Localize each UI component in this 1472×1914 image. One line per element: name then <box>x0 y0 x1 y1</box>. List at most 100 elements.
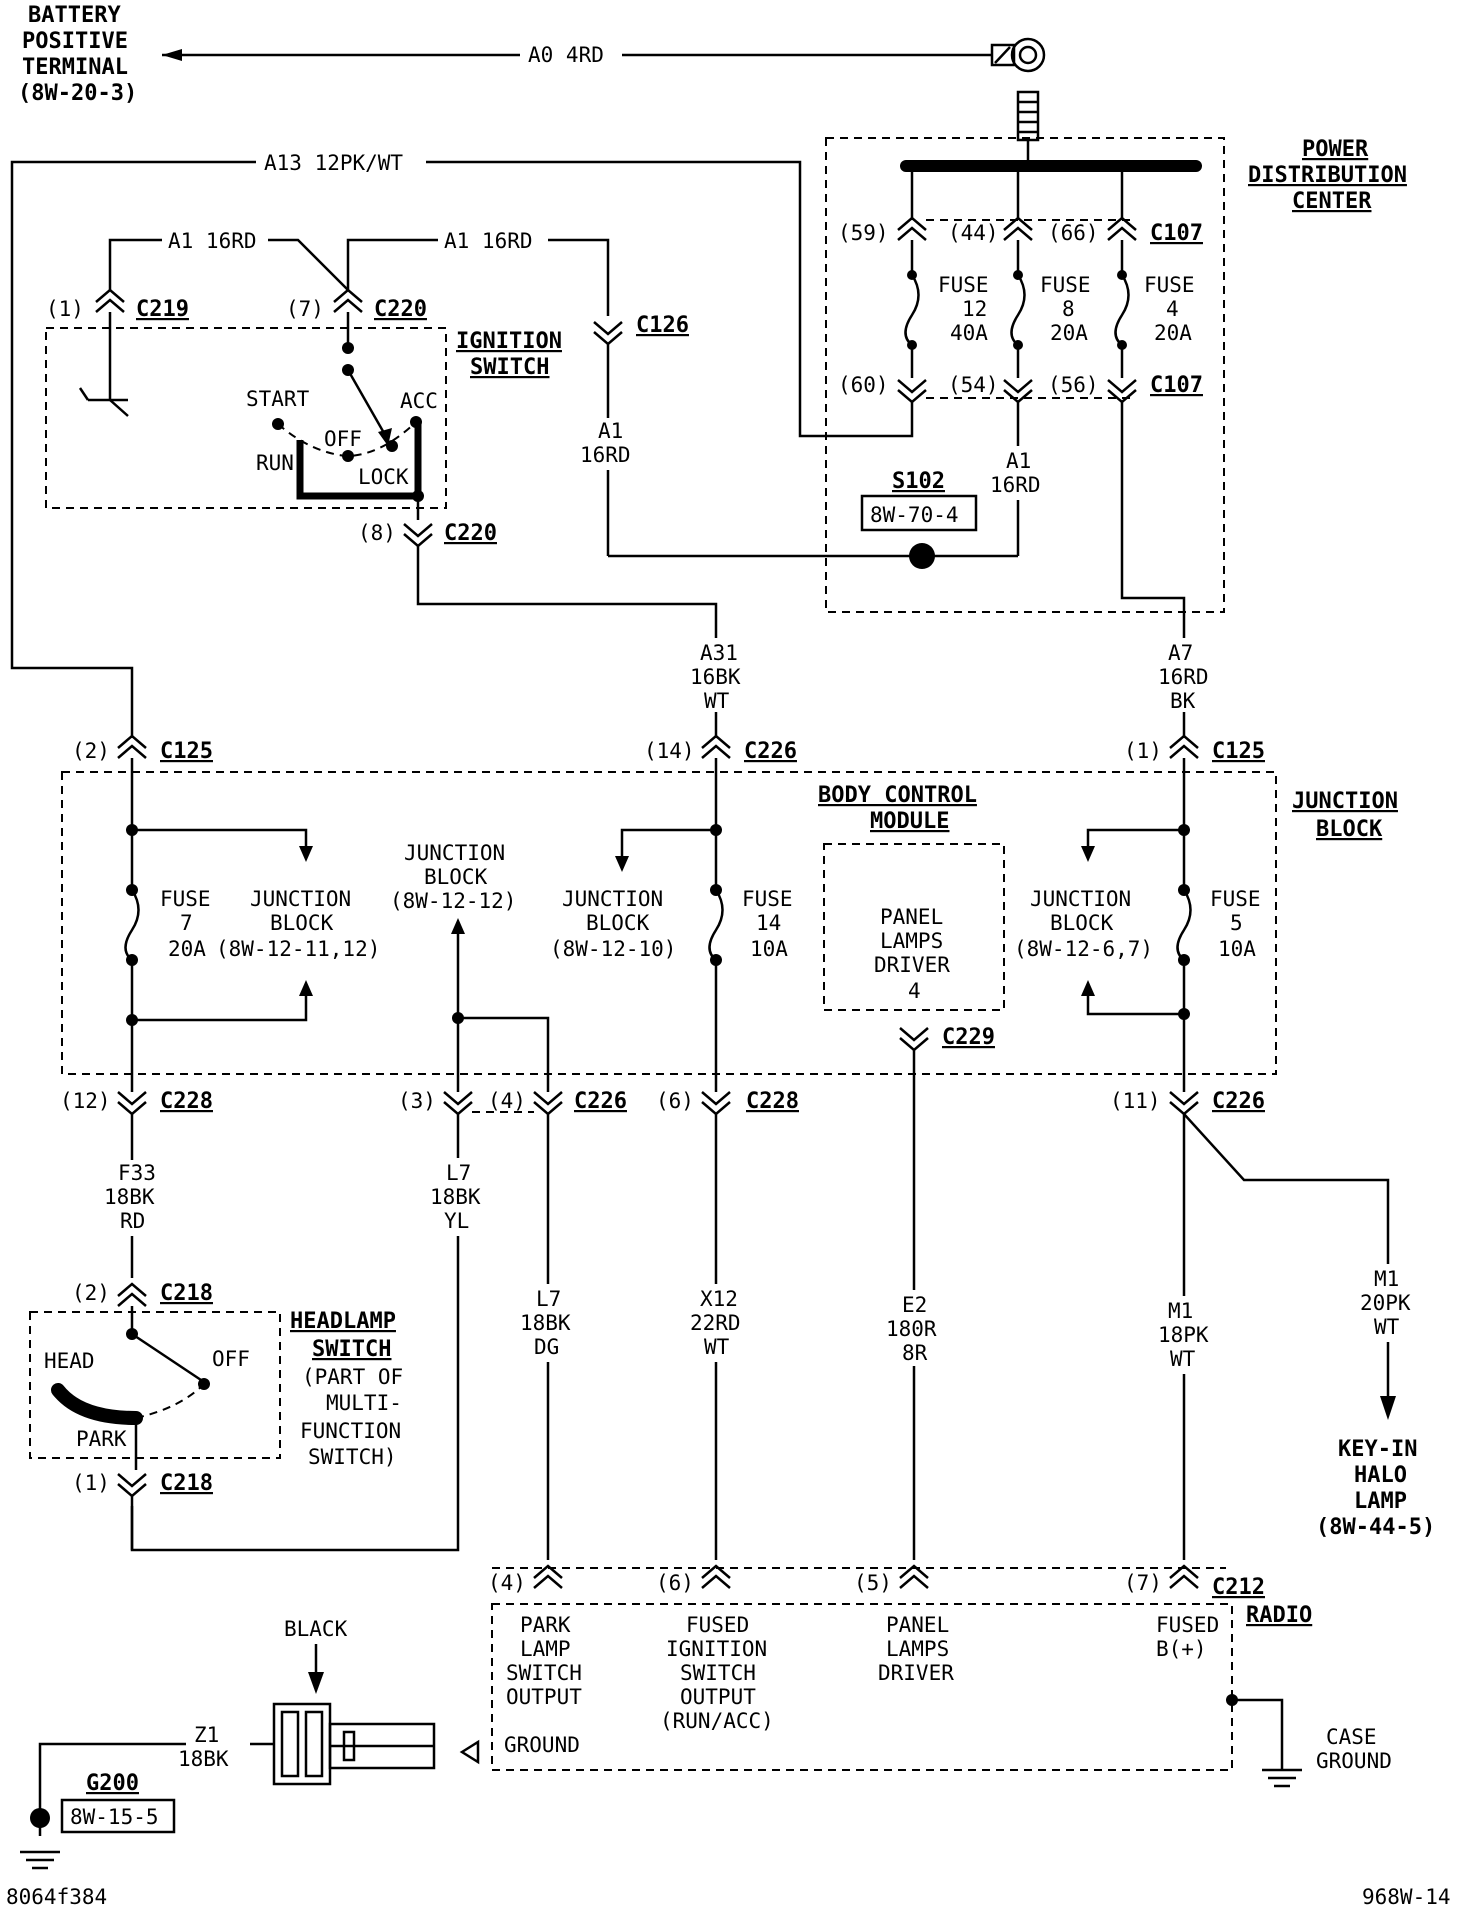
svg-text:E2: E2 <box>902 1293 927 1317</box>
radio-title: RADIO <box>1246 1603 1312 1628</box>
svg-text:LOCK: LOCK <box>358 465 409 489</box>
wire-a0-label: A0 4RD <box>528 43 604 67</box>
svg-text:LAMPS: LAMPS <box>880 929 943 953</box>
svg-text:JUNCTION: JUNCTION <box>562 887 663 911</box>
svg-text:BLOCK: BLOCK <box>1050 911 1114 935</box>
svg-text:BLOCK: BLOCK <box>586 911 650 935</box>
arrow-icon <box>1380 1396 1396 1420</box>
svg-text:(7): (7) <box>1124 1571 1162 1595</box>
svg-text:HEAD: HEAD <box>44 1349 95 1373</box>
svg-text:Z1: Z1 <box>194 1723 219 1747</box>
headlamp-contact-bar <box>51 1383 143 1425</box>
svg-text:C220: C220 <box>374 297 427 322</box>
svg-text:CASE: CASE <box>1326 1725 1377 1749</box>
svg-text:18BK: 18BK <box>520 1311 571 1335</box>
svg-text:5: 5 <box>1230 911 1243 935</box>
svg-text:14: 14 <box>756 911 781 935</box>
svg-text:(59): (59) <box>838 221 889 245</box>
svg-text:(4): (4) <box>488 1571 526 1595</box>
svg-text:SWITCH: SWITCH <box>312 1337 391 1362</box>
svg-text:18BK: 18BK <box>104 1185 155 1209</box>
svg-text:20A: 20A <box>1154 321 1192 345</box>
svg-text:OFF: OFF <box>212 1347 250 1371</box>
svg-text:LAMP: LAMP <box>520 1637 571 1661</box>
svg-text:(11): (11) <box>1110 1089 1161 1113</box>
svg-text:ACC: ACC <box>400 389 438 413</box>
wire-m1-20pk <box>1183 1113 1390 1264</box>
wire-a13 <box>426 160 914 438</box>
c228-mid: (6) C228 <box>656 1089 799 1116</box>
svg-text:POSITIVE: POSITIVE <box>22 29 128 54</box>
svg-text:A31: A31 <box>700 641 738 665</box>
svg-text:DISTRIBUTION: DISTRIBUTION <box>1248 163 1407 188</box>
svg-text:DG: DG <box>534 1335 559 1359</box>
svg-text:C107: C107 <box>1150 373 1203 398</box>
arrow-icon <box>308 1672 324 1694</box>
svg-text:SWITCH: SWITCH <box>506 1661 582 1685</box>
svg-text:TERMINAL: TERMINAL <box>22 55 128 80</box>
svg-text:12: 12 <box>962 297 987 321</box>
svg-text:(RUN/ACC): (RUN/ACC) <box>660 1709 774 1733</box>
svg-text:(6): (6) <box>656 1571 694 1595</box>
svg-text:(8W-12-11,12): (8W-12-11,12) <box>216 937 380 961</box>
arrow-icon <box>1081 846 1095 862</box>
svg-text:(8W-12-6,7): (8W-12-6,7) <box>1014 937 1153 961</box>
key-in-halo-lamp: KEY-IN HALO LAMP (8W-44-5) <box>1316 1437 1435 1540</box>
c125-left: (2) C125 <box>72 734 213 764</box>
svg-text:CENTER: CENTER <box>1292 189 1372 214</box>
splice-s102 <box>909 543 935 569</box>
svg-text:C212: C212 <box>1212 1575 1265 1600</box>
svg-text:7: 7 <box>180 911 193 935</box>
svg-text:BLOCK: BLOCK <box>270 911 334 935</box>
svg-text:10A: 10A <box>1218 937 1256 961</box>
splice-ref-box <box>860 494 978 532</box>
svg-text:WT: WT <box>1170 1347 1196 1371</box>
svg-text:IGNITION: IGNITION <box>666 1637 767 1661</box>
headlamp-switch-boundary <box>29 1311 281 1459</box>
svg-text:F33: F33 <box>118 1161 156 1185</box>
svg-text:HEADLAMP: HEADLAMP <box>290 1309 396 1334</box>
svg-text:C226: C226 <box>574 1089 627 1114</box>
ignition-switch-boundary <box>45 327 447 509</box>
svg-text:(56): (56) <box>1048 373 1099 397</box>
ground-connector-icon <box>272 1702 436 1786</box>
svg-text:WT: WT <box>704 689 730 713</box>
c107-top: (59) (44) (66) C107 <box>838 216 1203 246</box>
ground-icon <box>1262 1768 1302 1788</box>
svg-text:OFF: OFF <box>324 427 362 451</box>
svg-text:A1 16RD: A1 16RD <box>168 229 257 253</box>
svg-text:C228: C228 <box>746 1089 799 1114</box>
junction-block-boundary <box>61 771 1277 1075</box>
svg-text:M1: M1 <box>1168 1299 1193 1323</box>
svg-text:C219: C219 <box>136 297 189 322</box>
c220-connector-bottom <box>403 523 433 548</box>
c218-top <box>117 1282 147 1307</box>
junction-block-title: JUNCTION BLOCK <box>1292 789 1398 842</box>
c126-connector <box>593 321 623 346</box>
svg-text:JUNCTION: JUNCTION <box>404 841 505 865</box>
svg-text:(66): (66) <box>1048 221 1099 245</box>
footer-right: 968W-14 <box>1362 1885 1451 1909</box>
svg-text:C126: C126 <box>636 313 689 338</box>
svg-text:(44): (44) <box>948 221 999 245</box>
svg-text:HALO: HALO <box>1354 1463 1407 1488</box>
svg-text:BLOCK: BLOCK <box>424 865 488 889</box>
svg-text:FUSE: FUSE <box>160 887 211 911</box>
svg-text:16RD: 16RD <box>990 473 1041 497</box>
svg-text:(5): (5) <box>854 1571 892 1595</box>
svg-text:(7): (7) <box>286 297 324 321</box>
c226-right: (11) C226 <box>1110 1089 1265 1116</box>
svg-text:DRIVER: DRIVER <box>878 1661 954 1685</box>
svg-text:KEY-IN: KEY-IN <box>1338 1437 1417 1462</box>
svg-text:A1: A1 <box>598 419 623 443</box>
svg-text:SWITCH): SWITCH) <box>308 1445 397 1469</box>
fuse-14 <box>708 889 724 961</box>
svg-text:(6): (6) <box>656 1089 694 1113</box>
svg-text:16RD: 16RD <box>1158 665 1209 689</box>
svg-text:C220: C220 <box>444 521 497 546</box>
svg-text:C226: C226 <box>1212 1089 1265 1114</box>
c220-connector-top <box>333 288 363 313</box>
svg-text:22RD: 22RD <box>690 1311 741 1335</box>
svg-text:8W-70-4: 8W-70-4 <box>870 503 959 527</box>
c212-connectors: (4) (6) (5) (7) C212 <box>488 1564 1265 1600</box>
